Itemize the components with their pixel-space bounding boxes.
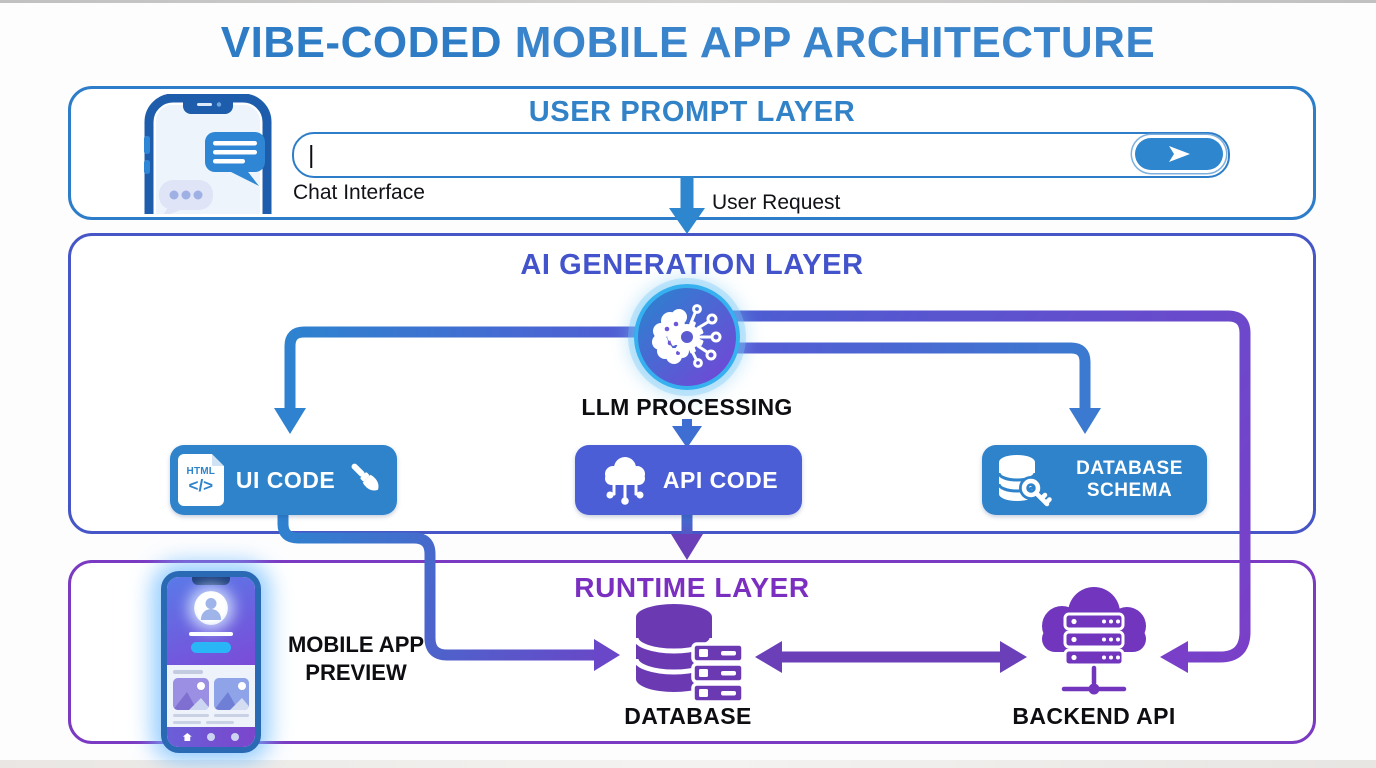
ai-generation-layer-title: AI GENERATION LAYER (520, 249, 864, 281)
user-prompt-layer-title: USER PROMPT LAYER (528, 96, 856, 128)
cloud-network-icon (604, 457, 645, 505)
text-cursor: | (308, 140, 315, 169)
chat-interface-caption: Chat Interface (293, 181, 425, 204)
avatar (194, 591, 228, 625)
paper-plane-send-icon (1169, 145, 1190, 162)
html-file-code-icon: HTML </> (177, 454, 224, 506)
llm-processing-node (634, 284, 740, 390)
ui-code-node: HTML </> UI CODE (170, 445, 397, 515)
cloud-server-icon (1032, 586, 1158, 703)
page-title: VIBE-CODED MOBILE APP ARCHITECTURE (0, 18, 1376, 68)
database-schema-label: DATABASE SCHEMA (1076, 458, 1183, 501)
user-request-label: User Request (712, 191, 841, 214)
page-title-rest: MOBILE APP ARCHITECTURE (514, 18, 1156, 67)
database-label: DATABASE (624, 703, 752, 729)
api-code-node: API CODE (575, 445, 802, 515)
api-code-label: API CODE (662, 466, 779, 493)
page-title-highlight: VIBE-CODED (220, 18, 502, 67)
top-edge-strip (0, 0, 1376, 3)
home-icon (182, 733, 192, 741)
user-prompt-layer: USER PROMPT LAYER (68, 86, 1316, 253)
backend-api-label: BACKEND API (1012, 703, 1176, 729)
database-schema-node: DATABASE SCHEMA (982, 445, 1207, 515)
mobile-app-preview-phone-icon (161, 571, 261, 753)
chat-input[interactable]: | (292, 132, 1230, 178)
ui-code-label: UI CODE (235, 466, 336, 493)
html-badge: HTML (186, 466, 216, 478)
paintbrush-icon (351, 463, 379, 491)
database-cylinder-server-icon (633, 602, 745, 711)
chat-phone-icon (137, 93, 279, 253)
code-glyph: </> (188, 476, 214, 496)
bottom-edge-strip (0, 760, 1376, 768)
database-key-icon (997, 455, 1052, 508)
mobile-app-preview-label: MOBILE APP PREVIEW (287, 632, 425, 685)
llm-processing-label: LLM PROCESSING (581, 394, 793, 420)
brain-gear-circuit-icon (652, 304, 722, 368)
send-button[interactable] (1135, 137, 1223, 170)
